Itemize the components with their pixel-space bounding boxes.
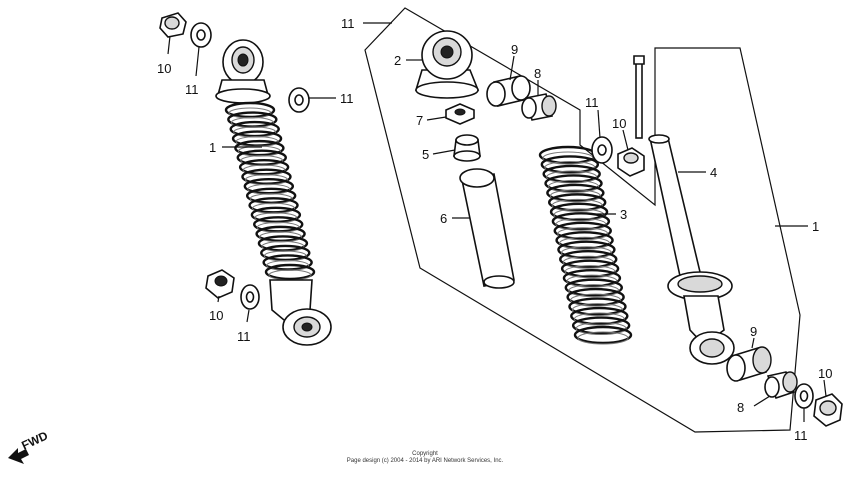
- fwd-label: FWD: [19, 428, 50, 452]
- callout-10-top-left: 10: [157, 61, 171, 76]
- callout-11-lower-left: 11: [237, 329, 251, 344]
- callout-11-left-shock-right: 11: [340, 91, 354, 106]
- callout-4: 4: [710, 165, 717, 180]
- callout-10-near-rod: 10: [612, 116, 626, 131]
- callout-11-top-left: 11: [185, 82, 199, 97]
- cap-nut-lower-left: [205, 269, 235, 299]
- bushing-upper: [486, 75, 531, 107]
- collar-upper: [521, 93, 557, 121]
- washer-right-of-left-shock: [288, 87, 310, 113]
- callout-8-lower: 8: [737, 400, 744, 415]
- arrow-left-icon: [8, 448, 29, 464]
- washer-lower-left: [240, 284, 260, 310]
- spring-exploded: [538, 145, 633, 345]
- damper-unit: [633, 55, 735, 365]
- callout-5: 5: [422, 147, 429, 162]
- rubber-stopper: [453, 134, 481, 162]
- leader-lines: [167, 22, 827, 422]
- callout-8-upper: 8: [534, 66, 541, 81]
- cap-nut-lower-right: [813, 393, 843, 427]
- copyright-line-1: Copyright: [412, 451, 438, 457]
- callout-2: 2: [394, 53, 401, 68]
- washer-lower-right: [794, 383, 814, 409]
- callout-1-left-shock: 1: [209, 140, 216, 155]
- exploded-group-outline: [364, 7, 801, 433]
- callout-1-group: 1: [812, 219, 819, 234]
- callout-7: 7: [416, 113, 423, 128]
- callout-10-lower-right: 10: [818, 366, 832, 381]
- callout-11-top-middle: 11: [341, 16, 355, 31]
- shock-spring: [224, 101, 316, 281]
- callout-10-lower-left: 10: [209, 308, 223, 323]
- collar-lower: [764, 371, 798, 400]
- callout-6: 6: [440, 211, 447, 226]
- cap-nut-near-rod: [617, 147, 645, 177]
- washer-near-rod: [591, 136, 613, 164]
- bushing-lower: [726, 346, 772, 382]
- callout-9-upper: 9: [511, 42, 518, 57]
- copyright-line-2: Page design (c) 2004 - 2014 by ARI Netwo…: [346, 458, 504, 464]
- callout-9-lower: 9: [750, 324, 757, 339]
- callout-labels: 10 11 11 1 10 11 11 2 9 8 7 5 6 3 11 10 …: [157, 16, 832, 443]
- callout-11-lower-right: 11: [794, 428, 808, 443]
- callout-3: 3: [620, 207, 627, 222]
- washer-top-left: [190, 22, 212, 48]
- callout-11-near-rod: 11: [585, 95, 599, 110]
- upper-mount: [414, 30, 480, 99]
- assembled-shock-absorber: [215, 39, 332, 346]
- dust-cover-tube: [459, 168, 515, 289]
- lock-nut: [445, 103, 475, 125]
- cap-nut-top-left: [159, 12, 187, 38]
